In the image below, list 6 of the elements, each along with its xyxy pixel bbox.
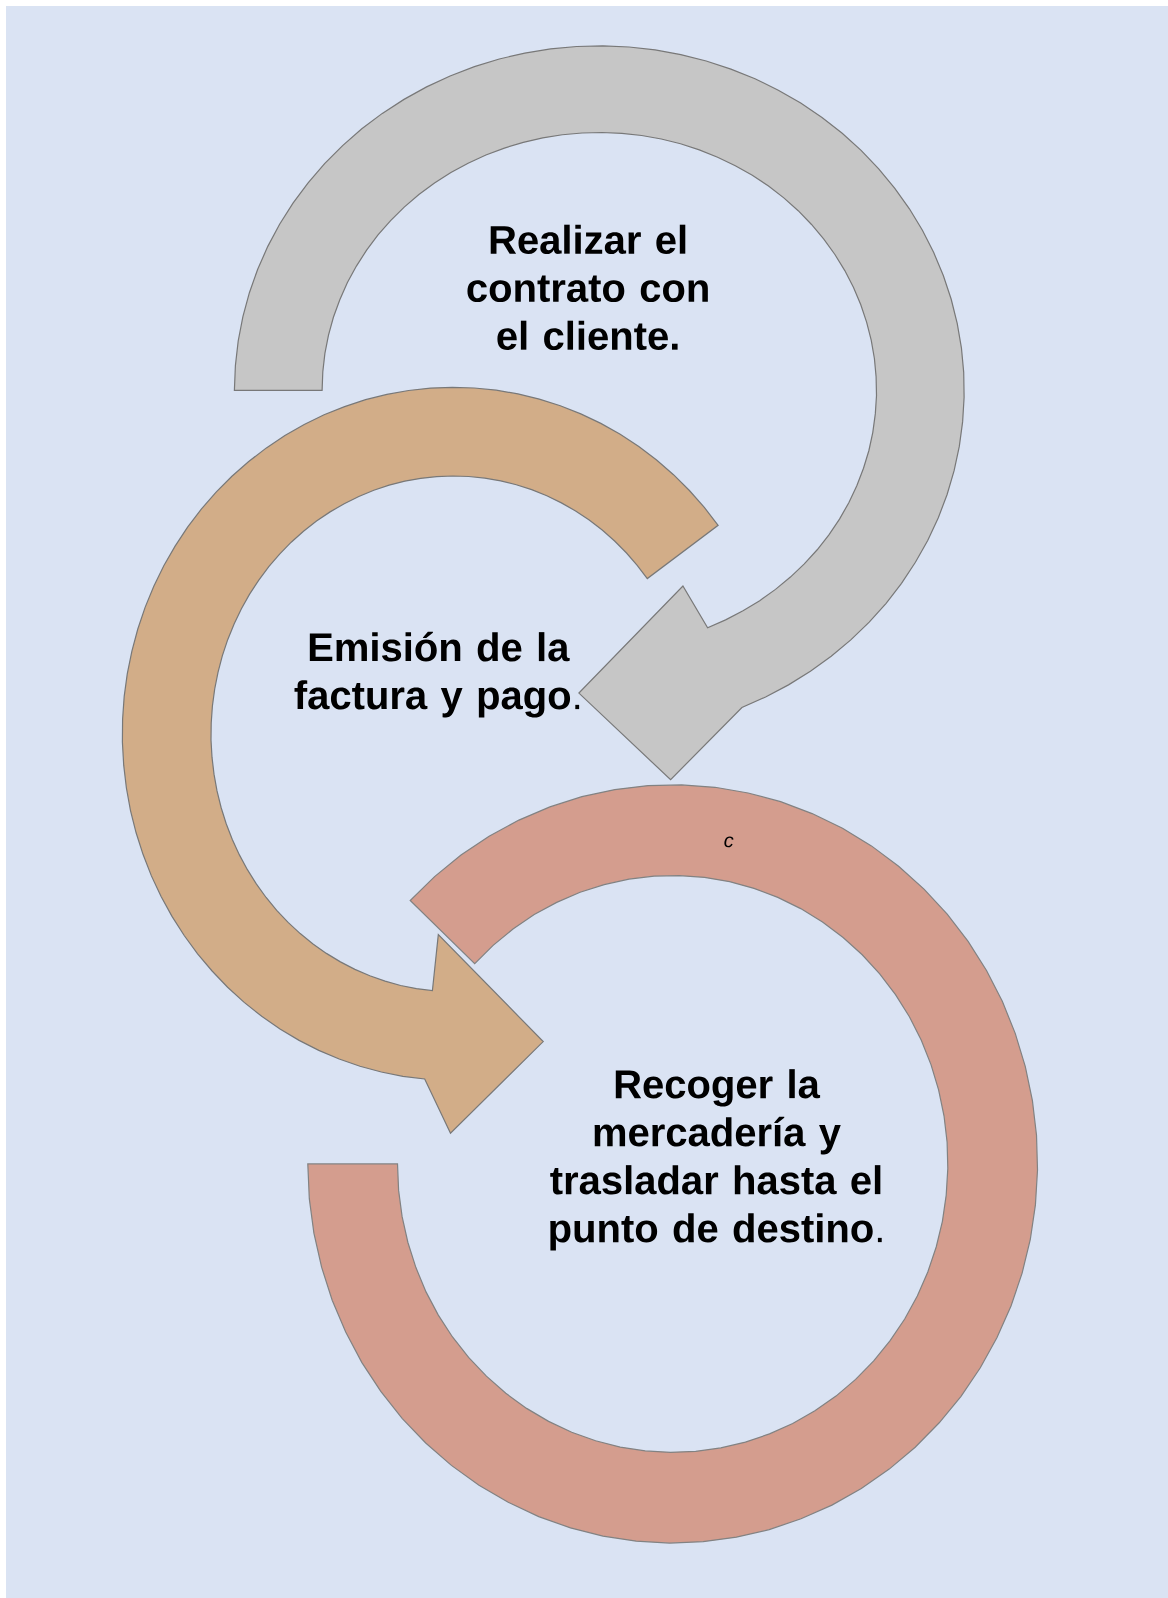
stray-letter: c (724, 836, 734, 848)
step-text: Emisión de la factura y pago. (294, 631, 580, 718)
step-text: Recoger la mercadería y trasladar hasta el punto de destino. (550, 1069, 882, 1251)
step-text: Realizar el contrato con el cliente. (467, 224, 708, 351)
curved-arrow (121, 386, 719, 1135)
curved-arrow (233, 45, 965, 781)
